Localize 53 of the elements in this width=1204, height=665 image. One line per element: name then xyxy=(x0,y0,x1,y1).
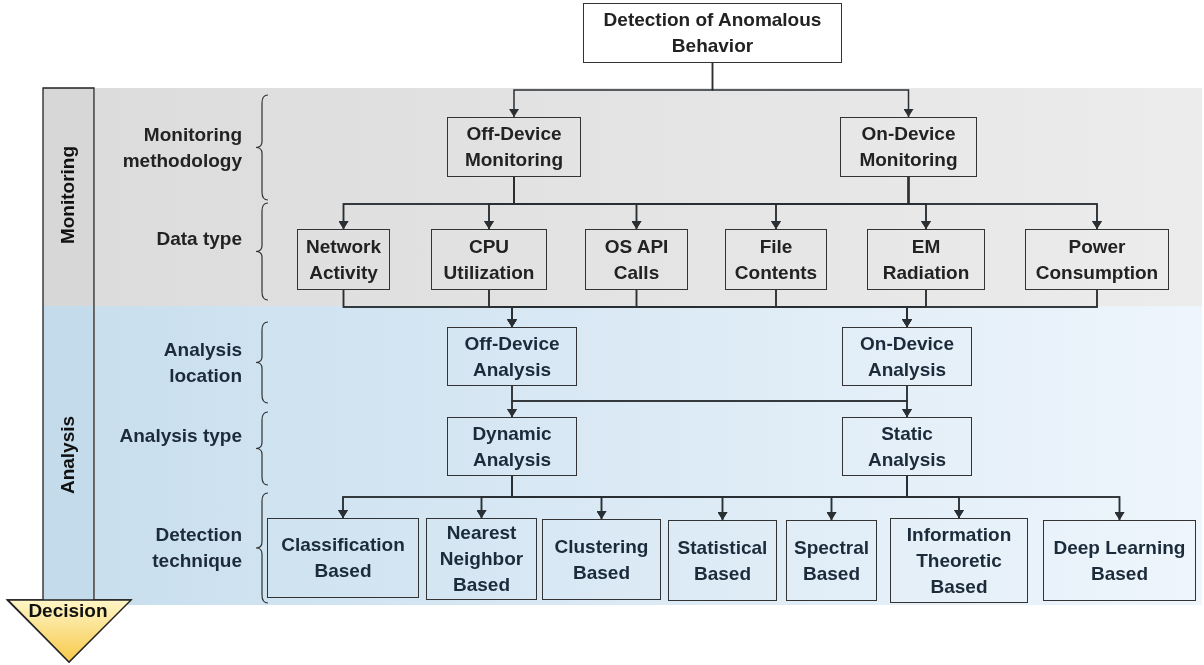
process-box xyxy=(585,229,688,290)
stage-label: Monitoring xyxy=(57,144,79,247)
stage-label: Decision xyxy=(27,600,109,622)
arrow xyxy=(902,385,912,418)
arrow xyxy=(902,289,1098,328)
box-label: CPU Utilization xyxy=(442,234,536,285)
process-box xyxy=(426,518,537,600)
box-label: Nearest Neighbor Based xyxy=(438,521,525,597)
box-label: Power Consumption xyxy=(1034,234,1160,285)
process-box xyxy=(842,327,972,386)
process-box xyxy=(668,520,777,601)
row-label: Data type xyxy=(155,226,242,251)
row-label: Monitoring methodology xyxy=(121,122,242,173)
box-label: Static Analysis xyxy=(866,421,948,472)
process-box xyxy=(447,117,581,177)
box-label: EM Radiation xyxy=(881,234,971,285)
process-box xyxy=(267,518,419,598)
box-label: Statistical Based xyxy=(676,535,769,586)
row-label: Detection technique xyxy=(151,523,242,573)
process-box xyxy=(583,3,842,63)
box-label: Dynamic Analysis xyxy=(471,421,553,472)
box-label: On-Device Analysis xyxy=(859,331,955,382)
process-box xyxy=(297,229,390,290)
row-label: Analysis location xyxy=(162,337,242,388)
process-box xyxy=(447,417,577,476)
box-label: Deep Learning Based xyxy=(1052,535,1187,586)
arrow xyxy=(907,176,1102,230)
box-label: Off-Device Monitoring xyxy=(463,122,565,172)
stage-label: Analysis xyxy=(57,414,79,497)
process-box xyxy=(431,229,547,290)
box-label: Off-Device Analysis xyxy=(463,331,561,382)
box-label: Detection of Anomalous Behavior xyxy=(602,8,823,58)
arrow xyxy=(906,475,1125,521)
box-label: Information Theoretic Based xyxy=(905,522,1013,599)
process-box xyxy=(1043,520,1196,601)
box-label: Spectral Based xyxy=(793,535,870,586)
process-box xyxy=(447,327,577,386)
box-label: Classification Based xyxy=(280,533,406,583)
process-box xyxy=(725,229,827,290)
box-label: Clustering Based xyxy=(553,534,650,585)
process-box xyxy=(1025,229,1169,290)
process-box xyxy=(840,117,977,177)
process-box xyxy=(542,519,661,600)
process-box xyxy=(890,518,1028,603)
process-box xyxy=(786,520,877,601)
arrow xyxy=(711,62,914,118)
box-label: On-Device Monitoring xyxy=(858,122,959,172)
process-box xyxy=(842,417,972,476)
row-label: Analysis type xyxy=(118,423,242,448)
process-box xyxy=(867,229,985,290)
box-label: File Contents xyxy=(733,234,819,285)
box-label: Network Activity xyxy=(305,234,382,285)
box-label: OS API Calls xyxy=(603,234,670,285)
